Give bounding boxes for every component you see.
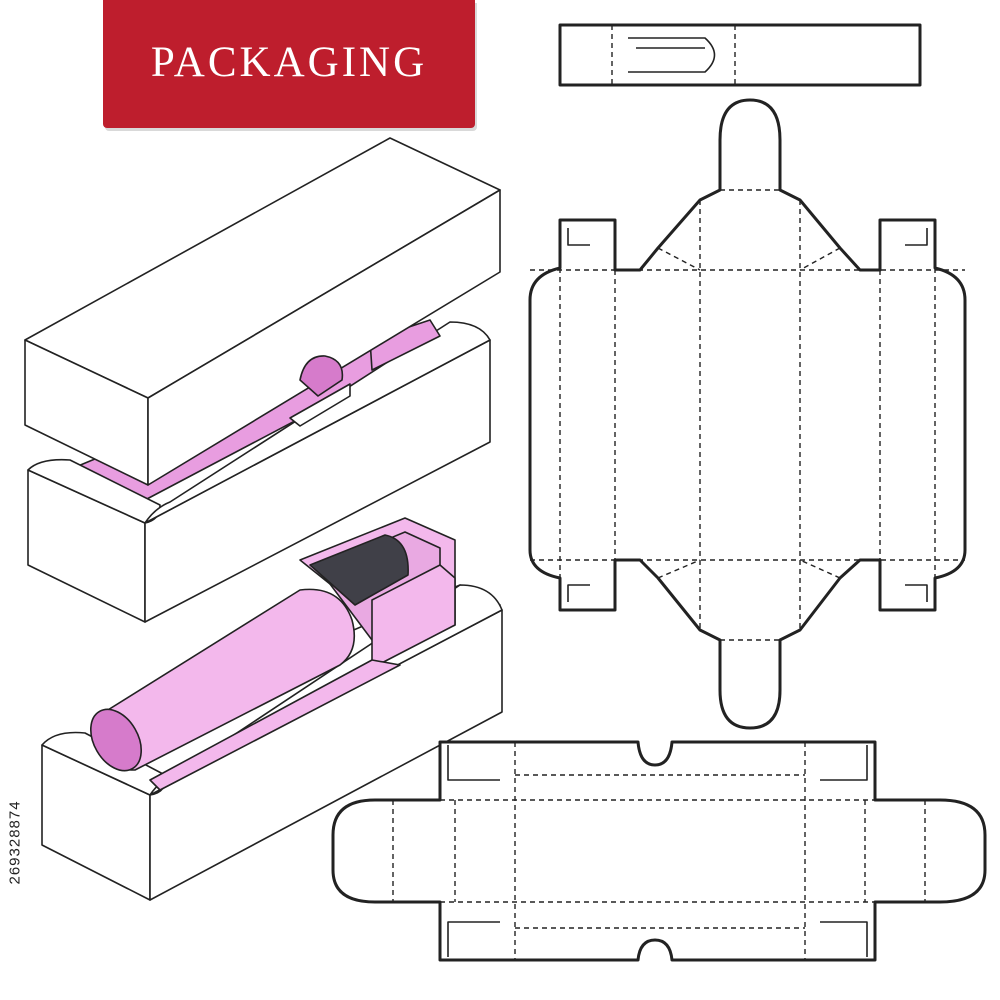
tray-notch-br	[820, 921, 868, 957]
main-tab-notch-tl	[567, 228, 590, 246]
tray-upper-rim-right	[144, 321, 491, 524]
main-tab-notch-tr	[905, 228, 928, 246]
main-fold-d3	[657, 559, 701, 579]
main-fold-d1	[657, 247, 701, 271]
dieline-main	[528, 98, 967, 730]
main-fold-d2	[799, 247, 841, 271]
dieline-tray	[331, 740, 987, 962]
title-label: PACKAGING	[150, 39, 428, 86]
main-tab-notch-bl	[567, 584, 590, 602]
band-slot	[628, 37, 716, 73]
open-box-with-lid	[24, 137, 501, 623]
bottle-base	[89, 708, 143, 772]
main-fold-d4	[799, 559, 841, 579]
dieline-tray-outline	[331, 740, 987, 962]
open-box-with-bottle	[41, 517, 503, 901]
title-banner: PACKAGING	[103, 0, 475, 128]
holder-lower-rail	[149, 659, 401, 791]
dieline-main-outline	[528, 98, 967, 730]
dieline-band	[558, 23, 922, 87]
lid-side-face	[147, 189, 501, 486]
lid	[24, 137, 501, 486]
main-tab-notch-br	[905, 584, 928, 602]
tray-notch-tr	[820, 745, 868, 781]
bottle-neck-cap	[309, 534, 409, 606]
tray-notch-tl	[447, 745, 500, 781]
holder-front-wall	[371, 564, 456, 669]
tray-upper-insert-wall	[289, 383, 351, 427]
band-outline	[558, 23, 922, 87]
tray-upper-rim-left	[27, 458, 161, 524]
tray-notch-bl	[447, 921, 500, 957]
bottle-cap-peek	[299, 355, 344, 397]
